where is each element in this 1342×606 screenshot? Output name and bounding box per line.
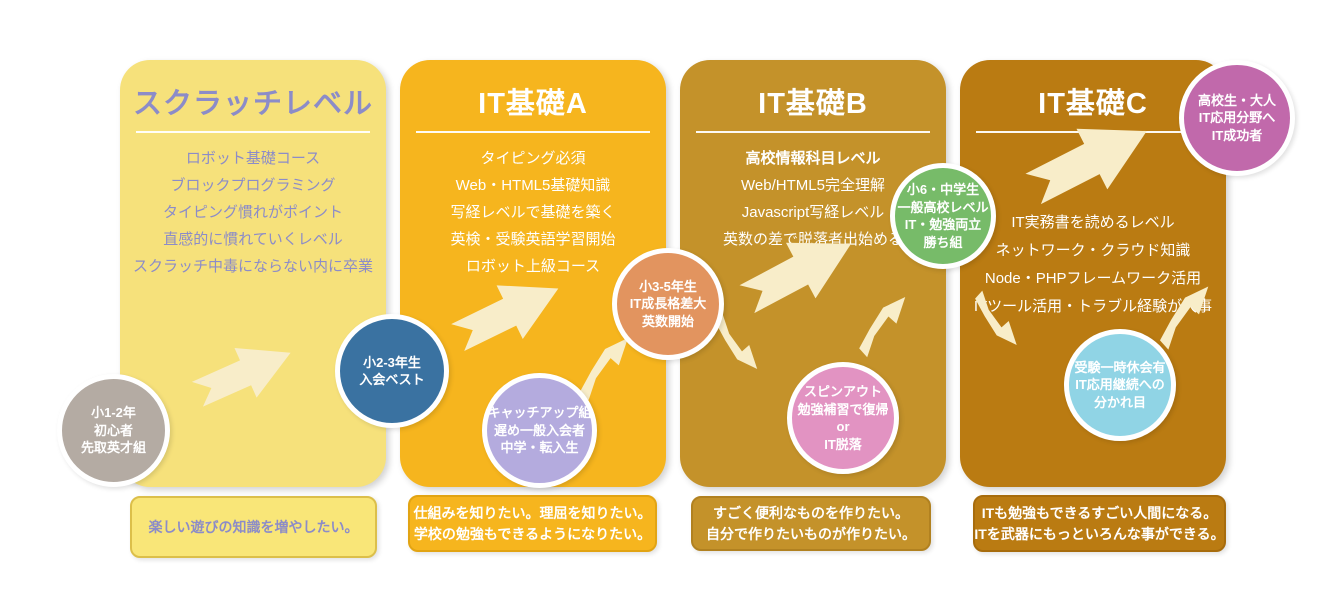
circle-beginner: 小1-2年 初心者 先取英才組 [57, 374, 170, 487]
circle-exam-break: 受験一時休会有 IT応用継続への 分かれ目 [1064, 329, 1176, 441]
title-underline [136, 131, 370, 133]
circle-entry-best: 小2-3年生 入会ベスト [335, 314, 449, 428]
panel-text-line: 写経レベルで基礎を築く [450, 204, 616, 221]
panel-text-line: 英検・受験英語学習開始 [450, 231, 616, 248]
flow-arrow-icon [1025, 128, 1147, 205]
panel-text-line: Javascript写経レベル [741, 204, 885, 221]
circle-grade3-5: 小3-5年生 IT成長格差大 英数開始 [612, 248, 724, 360]
title-underline [416, 131, 650, 133]
flow-arrow-icon [451, 285, 559, 351]
circle-winner: 小6・中学生 一般高校レベル IT・勉強両立 勝ち組 [890, 163, 996, 269]
panel-title: IT基礎B [758, 88, 868, 120]
circle-spin-out: スピンアウト 勉強補習で復帰 or IT脱落 [787, 362, 899, 474]
chevron-arrow-icon [1160, 286, 1209, 350]
panel-text-line: 高校情報科目レベル [745, 150, 881, 167]
caption-it-basic-a: 仕組みを知りたい。理屈を知りたい。 学校の勉強もできるようになりたい。 [408, 495, 657, 552]
title-underline [696, 131, 930, 133]
panel-title: IT基礎C [1038, 88, 1148, 120]
panel-text-line: 英数の差で脱落者出始める [722, 231, 903, 248]
panel-text-line: ロボット基礎コース [185, 150, 321, 167]
panel-text-line: スクラッチ中毒にならない内に卒業 [132, 258, 373, 275]
chevron-arrow-icon [975, 290, 1017, 345]
chevron-arrow-icon [859, 297, 906, 358]
caption-it-basic-b: すごく便利なものを作りたい。 自分で作りたいものが作りたい。 [691, 496, 931, 551]
panel-text-line: タイピング慣れがポイント [162, 204, 343, 221]
chevron-arrow-icon [715, 314, 758, 369]
flow-arrow-icon [739, 242, 852, 314]
panel-text-line: IT実務書を読めるレベル [1011, 214, 1175, 231]
circle-adult-success: 高校生・大人 IT応用分野へ IT成功者 [1179, 60, 1295, 176]
flow-arrow-icon [191, 347, 291, 407]
panel-text-line: 直感的に慣れていくレベル [163, 231, 343, 248]
panel-title: IT基礎A [478, 88, 588, 120]
caption-it-basic-c: ITも勉強もできるすごい人間になる。 ITを武器にもっといろんな事ができる。 [973, 495, 1226, 552]
panel-text-line: Node・PHPフレームワーク活用 [984, 270, 1202, 287]
panel-text-line: ロボット上級コース [465, 258, 601, 275]
circle-catch-up: キャッチアップ組 遅め一般入会者 中学・転入生 [482, 373, 597, 488]
panel-text-line: ネットワーク・クラウド知識 [995, 242, 1191, 259]
panel-text-line: ブロックプログラミング [170, 177, 336, 194]
caption-scratch: 楽しい遊びの知識を増やしたい。 [130, 496, 377, 558]
panel-text-line: Web・HTML5基礎知識 [455, 177, 611, 194]
panel-text-line: Web/HTML5完全理解 [741, 177, 885, 194]
chevron-arrow-icon [580, 338, 628, 401]
panel-text-line: ITツール活用・トラブル経験が大事 [973, 298, 1213, 315]
panel-text-line: タイピング必須 [480, 150, 586, 167]
panel-title: スクラッチレベル [132, 88, 373, 120]
